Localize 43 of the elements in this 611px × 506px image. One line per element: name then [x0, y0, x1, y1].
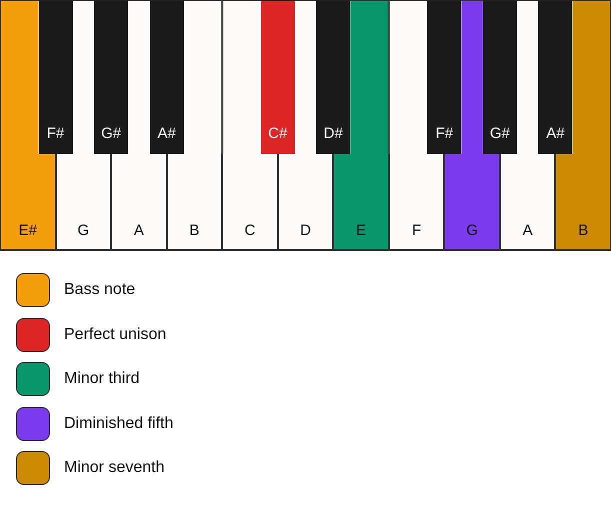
note-label: C# — [268, 126, 288, 141]
note-label: F# — [46, 126, 64, 141]
piano-key — [166, 154, 222, 251]
legend-label: Bass note — [64, 281, 136, 299]
note-label: B — [578, 223, 588, 238]
note-label: A# — [546, 126, 565, 141]
note-label: E# — [18, 223, 37, 238]
note-label: E — [356, 223, 366, 238]
note-label: G# — [490, 126, 510, 141]
note-label: A# — [157, 126, 176, 141]
sharp-key — [482, 0, 517, 154]
piano-key — [0, 154, 56, 251]
piano-key — [333, 154, 389, 251]
note-label: A — [134, 223, 144, 238]
note-label: A — [522, 223, 533, 238]
sharp-key — [538, 0, 572, 154]
piano-key — [500, 154, 556, 251]
legend-label: Diminished fifth — [64, 414, 174, 432]
sharp-key — [150, 0, 184, 154]
sharp-key — [94, 0, 128, 154]
note-label: F# — [436, 126, 454, 141]
legend-label: Perfect unison — [64, 326, 166, 344]
sharp-key — [427, 0, 462, 154]
piano-key — [222, 154, 278, 251]
piano-key — [555, 154, 611, 251]
note-label: B — [189, 223, 200, 238]
piano-key — [388, 154, 444, 251]
note-label: G# — [101, 126, 122, 141]
sharp-key — [316, 0, 350, 154]
note-label: F — [412, 223, 422, 238]
piano-key — [111, 154, 167, 251]
legend-label: Minor seventh — [64, 459, 164, 477]
note-label: D — [300, 223, 311, 238]
piano-key — [278, 154, 334, 251]
piano-key — [444, 154, 500, 251]
piano-key — [56, 154, 112, 251]
note-label: C — [244, 223, 256, 238]
sharp-key — [260, 0, 295, 154]
legend-label: Minor third — [64, 370, 140, 388]
note-label: G — [466, 223, 478, 238]
sharp-key — [38, 0, 73, 154]
note-label: G — [77, 223, 90, 238]
note-label: D# — [324, 126, 343, 141]
